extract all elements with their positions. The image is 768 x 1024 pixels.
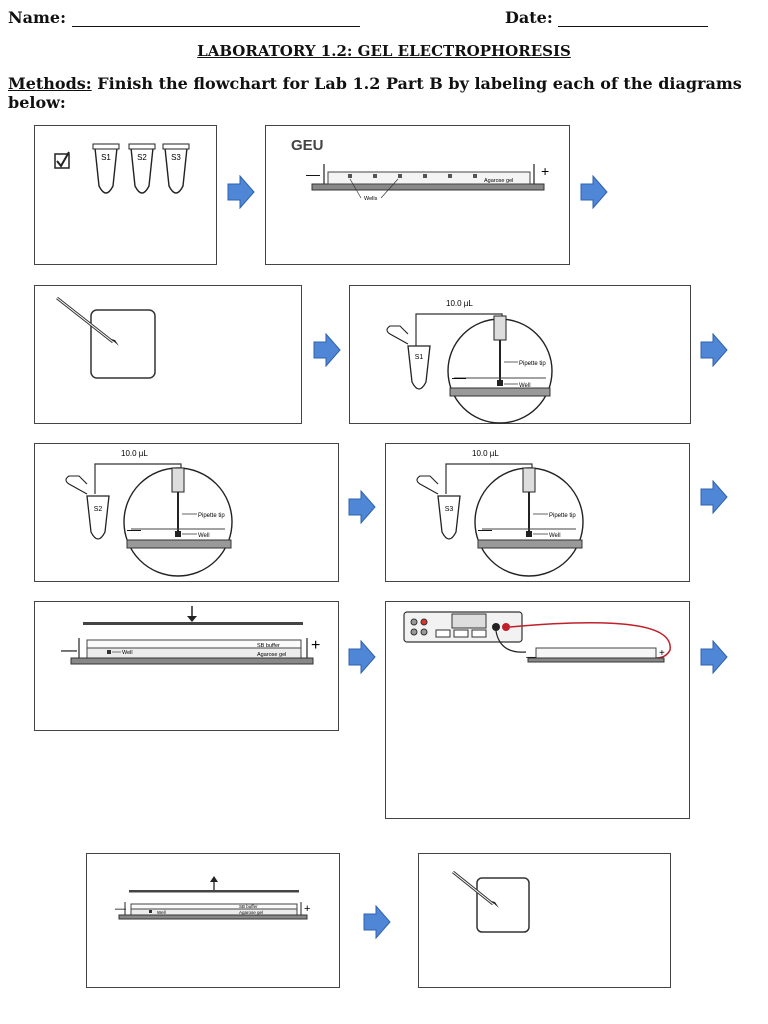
load-s1-volume: 10.0 µL [446,299,473,308]
diagram-lid-off: — + SB buffer Agarose gel Well [86,853,340,988]
svg-text:—: — [115,903,126,915]
tube-label-s2: S2 [137,153,147,162]
load-s2-tip: Pipette tip [198,513,225,519]
tube-s2-open: S2 [65,475,110,540]
geu-title: GEU [291,137,324,154]
diagram-lid-on: — + SB buffer Agarose gel Well [34,601,339,731]
load-s3-volume: 10.0 µL [472,449,499,458]
load-s3-tip: Pipette tip [549,513,576,519]
svg-text:+: + [311,637,320,654]
diagram-load-s1: 10.0 µL S1 — Pipette tip Well [349,285,691,424]
diagram-power-supply: — + [385,601,690,819]
flow-arrow-icon [348,490,376,524]
svg-text:+: + [659,648,665,659]
flow-arrow-icon [227,175,255,209]
lid-off-gel: Agarose gel [239,910,263,915]
lid-off-well: Well [157,910,166,915]
pencil-icon [452,870,499,908]
load-s2-well: Well [198,533,210,539]
date-blank[interactable] [558,26,709,27]
geu-illustration: GEU — + Agarose gel Wells [291,137,549,202]
tube-label-s3: S3 [171,153,181,162]
diagram-load-s2: 10.0 µL S2 — Pipette tip Well [34,443,339,582]
load-s3-tube: S3 [445,506,454,513]
name-label: Name: [8,8,67,27]
lid-on-illustration: — + SB buffer Agarose gel Well [61,606,320,665]
flow-arrow-icon [363,905,391,939]
name-field: Name: [8,8,360,27]
final-pencil-illustration [452,870,530,933]
power-supply-illustration: — + [403,611,671,663]
tube-s3: S3 [162,143,190,194]
diagram-final-label [418,853,671,988]
svg-text:—: — [478,521,492,537]
geu-minus: — [306,166,320,182]
flow-arrow-icon [313,333,341,367]
flow-arrow-icon [700,333,728,367]
diagram-label-gel [34,285,302,424]
load-s1-tip: Pipette tip [519,361,546,367]
tube-s3-open: S3 [416,475,461,540]
methods-lead: Methods: [8,74,92,93]
flow-arrow-icon [700,640,728,674]
load-s1-illustration: 10.0 µL S1 — Pipette tip Well [386,299,553,424]
lid-on-gel: Agarose gel [257,652,286,658]
flow-arrow-icon [580,175,608,209]
svg-text:+: + [304,903,310,915]
name-blank[interactable] [71,26,360,27]
gel-square [90,309,156,379]
tube-s1: S1 [92,143,120,194]
lid-off-illustration: — + SB buffer Agarose gel Well [115,876,310,920]
flow-arrow-icon [700,480,728,514]
tube-s1-open: S1 [386,325,431,390]
methods-instruction: Methods: Finish the flowchart for Lab 1.… [8,74,768,112]
flow-arrow-icon [348,640,376,674]
geu-wells-label: Wells [364,196,378,202]
diagram-tubes: S1 S2 S3 [34,125,217,265]
load-s1-well: Well [519,383,531,389]
load-s2-volume: 10.0 µL [121,449,148,458]
load-s1-tube: S1 [415,354,424,361]
tubes-illustration: S1 S2 S3 [54,143,190,194]
pencil-illustration [56,296,156,379]
methods-text: Finish the flowchart for Lab 1.2 Part B … [8,74,742,112]
geu-plus: + [541,163,549,179]
load-s3-well: Well [549,533,561,539]
date-field: Date: [505,8,709,27]
load-s3-illustration: 10.0 µL S3 — Pipette tip Well [416,449,584,577]
svg-text:—: — [61,642,77,659]
diagram-load-s3: 10.0 µL S3 — Pipette tip Well [385,443,690,582]
load-s2-tube: S2 [94,506,103,513]
tube-label-s1: S1 [101,153,111,162]
date-label: Date: [505,8,553,27]
geu-gel-label: Agarose gel [484,178,513,184]
lid-off-buffer: SB buffer [239,904,258,909]
svg-text:—: — [127,521,141,537]
final-square [476,877,530,933]
diagram-geu: GEU — + Agarose gel Wells [265,125,570,265]
tube-s2: S2 [128,143,156,194]
lid-on-buffer: SB buffer [257,643,280,649]
pencil-icon [56,296,119,346]
svg-text:—: — [452,369,466,385]
load-s2-illustration: 10.0 µL S2 — Pipette tip Well [65,449,233,577]
checkbox-icon [54,151,70,169]
page-title: LABORATORY 1.2: GEL ELECTROPHORESIS [197,42,571,60]
lid-on-well: Well [122,650,133,656]
